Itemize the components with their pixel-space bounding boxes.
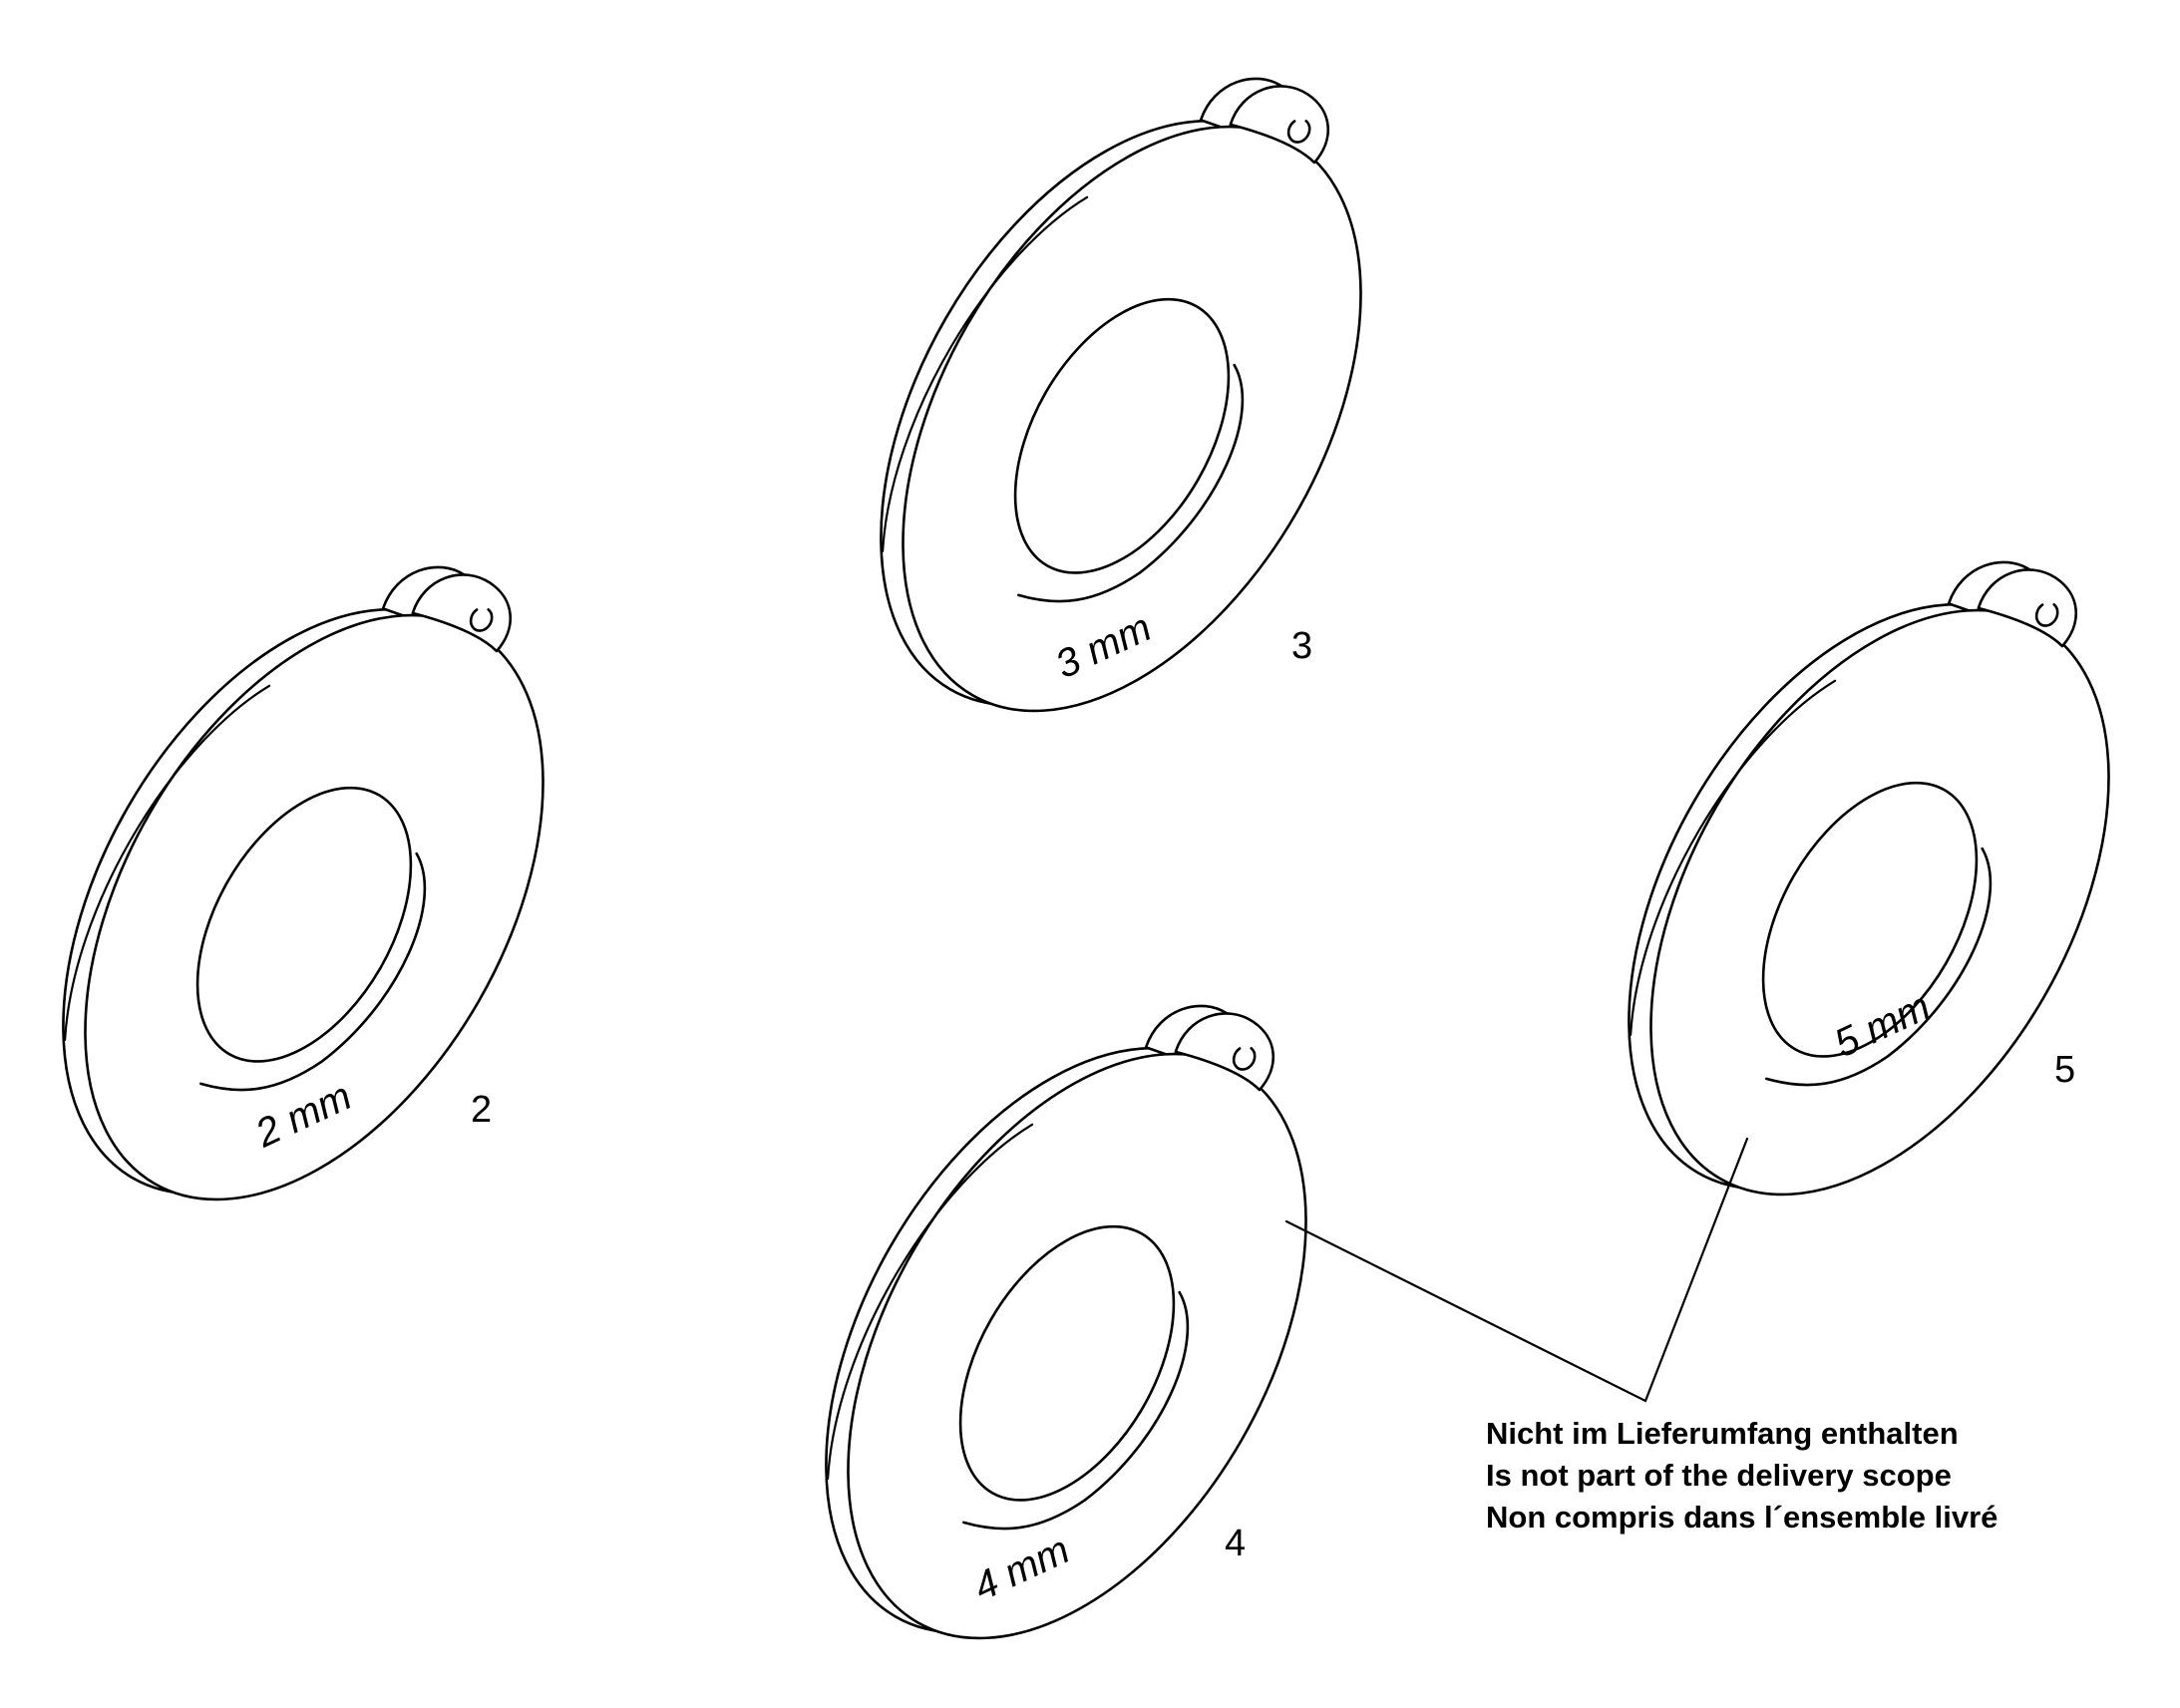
note-english: Is not part of the delivery scope (1486, 1458, 1952, 1493)
spacer-part-number: 5 (2054, 1049, 2075, 1091)
note-block: Nicht im Lieferumfang enthalten Is not p… (1486, 1416, 1998, 1535)
spacer-part-number: 4 (1225, 1523, 1246, 1564)
spacer-washer-5: 5 mm5 (1628, 560, 2110, 1196)
note-german: Nicht im Lieferumfang enthalten (1486, 1416, 1959, 1451)
leader-lines (1284, 1137, 1749, 1403)
spacer-part-number: 2 (471, 1089, 492, 1131)
note-french: Non compris dans l´ensemble livré (1486, 1500, 1998, 1535)
spacer-part-number: 3 (1291, 625, 1312, 667)
